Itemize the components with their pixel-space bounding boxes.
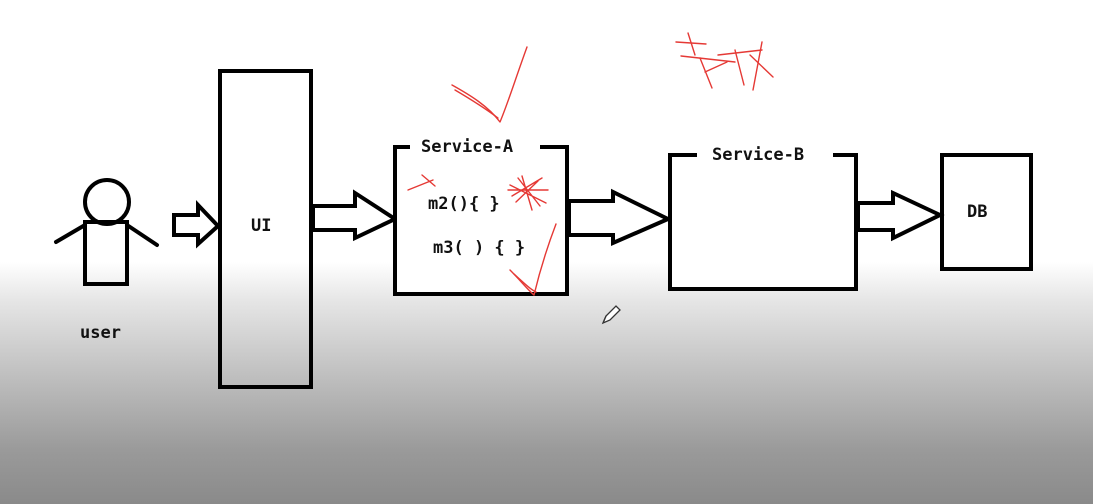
arrow-user-to-ui — [172, 200, 221, 249]
service-a-box — [393, 145, 569, 296]
red-checkmark-annotation — [451, 46, 528, 123]
service-a-method-m2: m2(){ } — [428, 194, 500, 214]
arrow-service-a-to-service-b — [567, 188, 673, 247]
service-b-title: Service-B — [712, 145, 804, 165]
db-box — [940, 153, 1033, 271]
service-b-box — [668, 153, 858, 291]
db-label: DB — [967, 202, 987, 222]
ui-label: UI — [251, 216, 271, 236]
user-stick-figure-icon — [54, 178, 159, 286]
red-check-near-m3-annotation — [509, 223, 557, 296]
pencil-cursor-icon[interactable] — [601, 305, 621, 325]
red-scribble-annotation — [407, 174, 549, 211]
arrow-ui-to-service-a — [311, 189, 400, 242]
red-cross-marks-annotation — [675, 32, 774, 91]
service-a-method-m3: m3( ) { } — [433, 238, 525, 258]
arrow-service-b-to-db — [856, 189, 945, 242]
service-a-title: Service-A — [421, 137, 513, 157]
user-label: user — [80, 323, 121, 343]
